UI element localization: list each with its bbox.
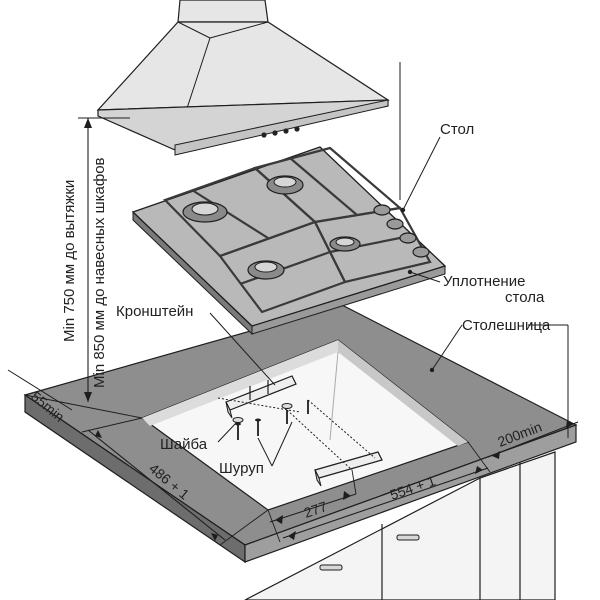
arrow-icon: [275, 515, 283, 524]
label-bracket: Кронштейн: [116, 303, 193, 320]
label-washer: Шайба: [160, 436, 208, 453]
knob-icon: [399, 232, 417, 244]
countertop: [23, 304, 578, 564]
mounting-brackets: [217, 375, 383, 487]
vertical-dimension: Min 750 мм до вытяжки Min 850 мм до наве…: [61, 117, 130, 402]
arrow-down-icon: [84, 392, 92, 402]
washer: [281, 403, 293, 409]
arrow-icon: [211, 533, 218, 541]
dim-bracket-offset: 277: [302, 498, 329, 521]
control-knobs: [373, 204, 430, 258]
hood-chimney: [177, 0, 269, 23]
label-seal-line2: стола: [505, 289, 545, 306]
door-handle: [319, 564, 343, 571]
gas-hob: [131, 146, 447, 336]
burner: [182, 201, 228, 223]
arrow-icon: [475, 466, 483, 474]
kitchen-cabinets: [244, 451, 556, 600]
leader-dot-icon: [407, 269, 413, 275]
pan-supports: [163, 146, 432, 314]
arrow-icon: [492, 451, 500, 459]
washer: [232, 417, 244, 423]
arrow-icon: [288, 531, 296, 540]
label-min-cabinets: Min 850 мм до навесных шкафов: [91, 157, 108, 388]
leader-lines: [209, 62, 569, 467]
arrow-icon: [95, 430, 102, 438]
label-stol: Стол: [440, 121, 474, 138]
label-seal-line1: Уплотнение: [443, 273, 525, 290]
hob-glass-top: [131, 146, 447, 327]
arrow-up-icon: [84, 118, 92, 128]
label-screw: Шуруп: [219, 460, 264, 477]
knob-icon: [386, 218, 404, 230]
leader-dot-icon: [400, 207, 406, 213]
label-countertop: Столешница: [462, 317, 551, 334]
screw: [255, 418, 261, 436]
hood-button-icon: [283, 128, 289, 134]
hood-button-icon: [261, 132, 267, 138]
burner: [266, 175, 304, 195]
burner: [329, 236, 361, 252]
arrow-icon: [343, 491, 351, 500]
countertop-side-edge: [244, 424, 577, 563]
leader-dot-icon: [429, 367, 435, 373]
burner: [247, 260, 285, 280]
door-handle: [396, 534, 420, 541]
hood-body: [96, 21, 390, 111]
hood-button-icon: [294, 126, 300, 132]
label-min-hood: Min 750 мм до вытяжки: [61, 180, 78, 342]
knob-icon: [373, 204, 391, 216]
cooker-hood: [96, 0, 390, 156]
knob-icon: [412, 246, 430, 258]
hood-button-icon: [272, 130, 278, 136]
